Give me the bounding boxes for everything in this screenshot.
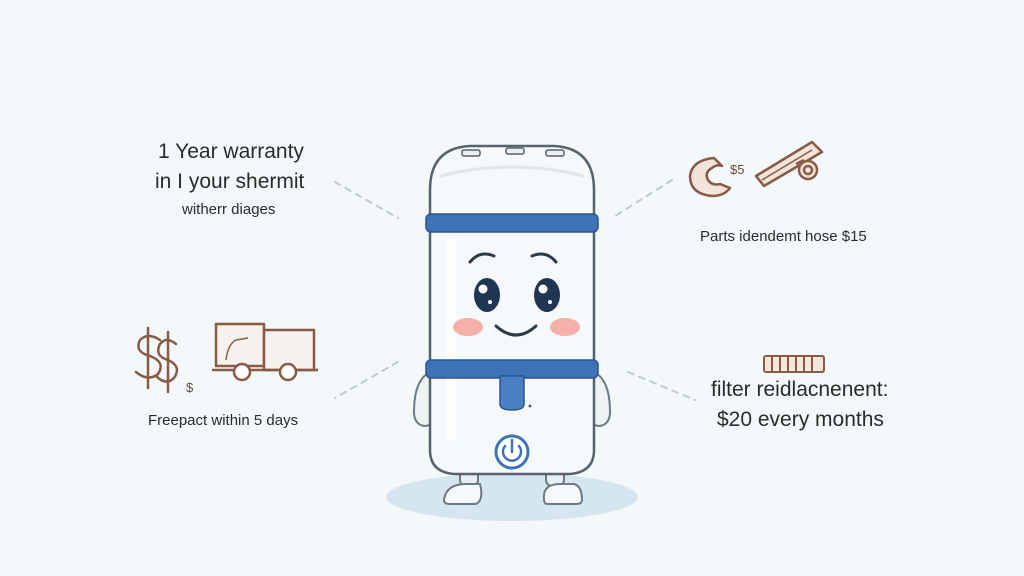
arrow-warranty xyxy=(334,181,399,219)
left-foot xyxy=(442,483,483,505)
valve-tab xyxy=(499,375,525,411)
left-brow xyxy=(468,252,496,264)
cap-shading xyxy=(439,165,585,178)
power-icon xyxy=(494,434,530,470)
filter-price: $20 every months xyxy=(717,408,884,431)
left-cheek xyxy=(453,318,483,336)
pointer-arrows xyxy=(334,179,696,401)
arrow-parts xyxy=(611,179,673,219)
right-eye xyxy=(534,278,560,312)
filter-cartridge-icon xyxy=(763,355,825,373)
shipping-caption: Freepact within 5 days xyxy=(148,412,299,429)
parts-price-label: $5 xyxy=(730,162,745,177)
svg-text:$: $ xyxy=(186,380,194,395)
filter-title: filter reidlacnenent: xyxy=(711,378,889,401)
mascot-face xyxy=(453,252,580,337)
arrow-shipping xyxy=(334,361,399,399)
filter-mascot xyxy=(412,144,612,505)
right-cheek xyxy=(550,318,580,336)
parts-caption: Parts idendemt hose $15 xyxy=(700,228,867,245)
upper-band xyxy=(425,213,599,233)
right-foot xyxy=(542,483,584,505)
right-brow xyxy=(530,252,558,264)
valve-dot xyxy=(528,404,532,408)
cap-vent xyxy=(545,149,565,157)
arrow-filter xyxy=(627,371,696,401)
smile xyxy=(494,324,538,337)
warranty-note: witherr diages xyxy=(182,201,276,218)
dollar-icon: $ xyxy=(134,326,194,395)
left-eye xyxy=(474,278,500,312)
warranty-title: 1 Year warranty xyxy=(158,140,304,163)
cap-vent xyxy=(461,149,481,157)
truck-icon xyxy=(212,322,318,382)
body-highlight xyxy=(446,240,456,440)
wrench-icon xyxy=(688,156,732,198)
cap-vent xyxy=(505,147,525,155)
warranty-subtitle: in I your shermit xyxy=(155,170,305,193)
hose-icon xyxy=(754,140,824,188)
ground-shadow xyxy=(386,473,638,521)
